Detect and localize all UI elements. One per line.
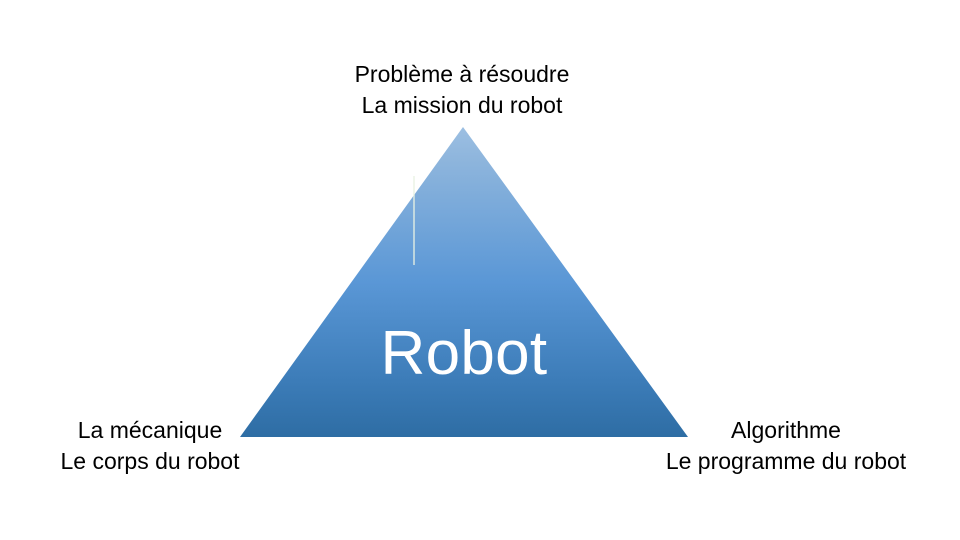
callout-right-line2: Le programme du robot bbox=[665, 448, 907, 474]
callout-top-line2: La mission du robot bbox=[361, 92, 563, 118]
pyramid-triangle bbox=[240, 127, 688, 437]
callout-left-line1: La mécanique bbox=[77, 417, 223, 443]
callout-right: Algorithme Le programme du robot bbox=[636, 415, 936, 477]
callout-left-line2: Le corps du robot bbox=[60, 448, 240, 474]
callout-top-line1: Problème à résoudre bbox=[354, 61, 570, 87]
callout-right-line1: Algorithme bbox=[731, 417, 841, 443]
callout-top: Problème à résoudre La mission du robot bbox=[212, 59, 712, 121]
pyramid-center-label: Robot bbox=[380, 319, 548, 388]
callout-left: La mécanique Le corps du robot bbox=[10, 415, 290, 477]
